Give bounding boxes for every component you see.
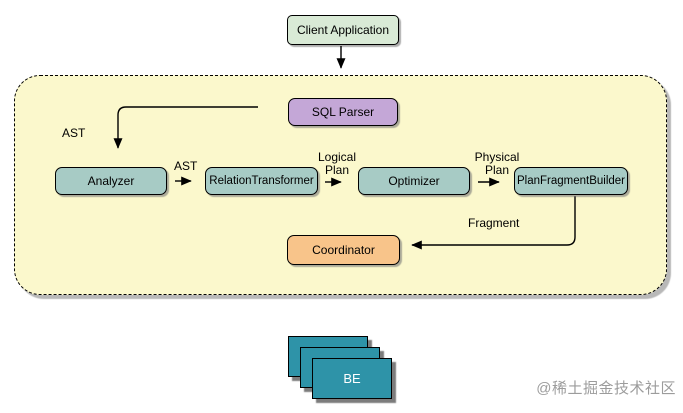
- edge-label-ast-analyzer-to-transformer: AST: [174, 159, 198, 173]
- client-application-label: Client Application: [296, 23, 390, 37]
- be-node-front: BE: [312, 358, 392, 399]
- coordinator-node: Coordinator: [287, 235, 400, 265]
- coordinator-label: Coordinator: [312, 243, 375, 257]
- sql-parser-node: SQL Parser: [288, 98, 398, 126]
- analyzer-node: Analyzer: [55, 167, 167, 195]
- plan-fragment-builder-node: PlanFragmentBuilder: [514, 167, 628, 195]
- optimizer-label: Optimizer: [388, 174, 440, 188]
- be-label: BE: [343, 371, 361, 386]
- edge-label-physical-plan: Physical Plan: [474, 150, 520, 177]
- client-application-node: Client Application: [287, 15, 399, 45]
- analyzer-label: Analyzer: [87, 174, 135, 188]
- optimizer-node: Optimizer: [358, 167, 470, 195]
- edge-label-fragment: Fragment: [468, 216, 520, 230]
- edge-label-ast-parser-to-analyzer: AST: [62, 126, 86, 140]
- relation-transformer-node: RelationTransformer: [205, 167, 318, 195]
- plan-fragment-builder-label: PlanFragmentBuilder: [516, 175, 626, 187]
- relation-transformer-label: RelationTransformer: [209, 175, 314, 187]
- watermark: @稀土掘金技术社区: [536, 380, 676, 397]
- edge-label-logical-plan: Logical Plan: [317, 150, 357, 177]
- sql-parser-label: SQL Parser: [311, 105, 375, 119]
